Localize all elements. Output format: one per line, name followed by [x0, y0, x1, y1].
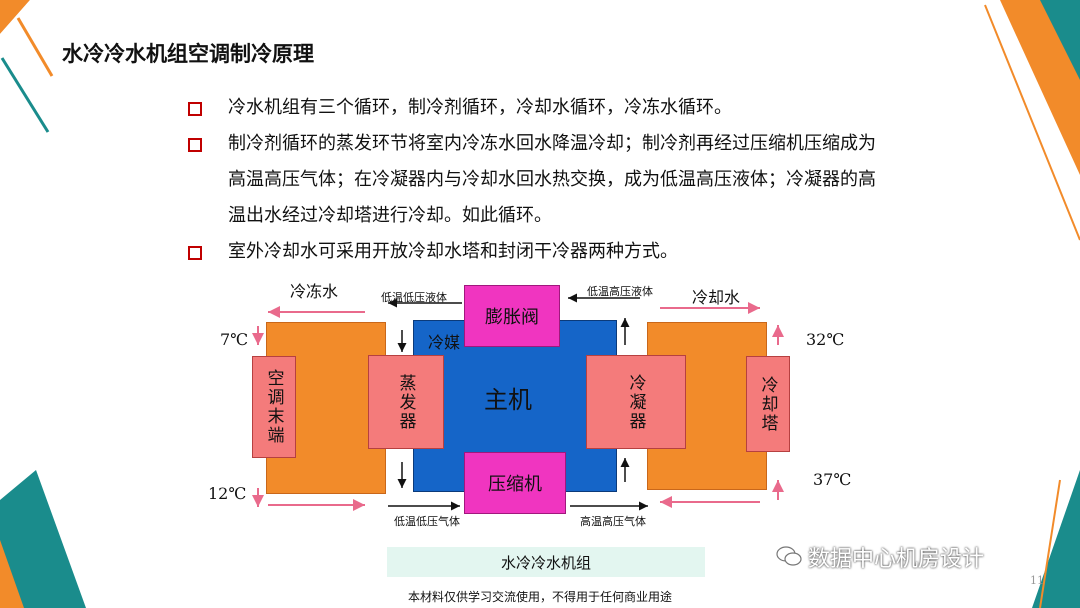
- bullet-item: 室外冷却水可采用开放冷却水塔和封闭干冷器两种方式。: [186, 234, 886, 270]
- page-number: 11: [1030, 574, 1044, 587]
- corner-orange-bottom-left: [0, 540, 24, 608]
- corner-line-orange: [16, 17, 54, 77]
- bullet-list: 冷水机组有三个循环，制冷剂循环，冷却水循环，冷冻水循环。 制冷剂循环的蒸发环节将…: [186, 90, 886, 270]
- corner-orange-top-right: [1000, 0, 1080, 175]
- refrigerant-label: 冷媒: [428, 333, 461, 352]
- label-low-temp-high-pressure-liquid: 低温高压液体: [587, 285, 653, 298]
- temp-cooling-supply: 32℃: [806, 330, 845, 349]
- label-low-temp-low-pressure-gas: 低温低压气体: [394, 515, 460, 528]
- label-high-temp-high-pressure-gas: 高温高压气体: [580, 515, 646, 528]
- corner-teal-bottom-right: [1032, 470, 1080, 608]
- chilled-water-label: 冷冻水: [290, 282, 339, 301]
- checkbox-bullet-icon: [188, 138, 202, 152]
- footer-disclaimer: 本材料仅供学习交流使用，不得用于任何商业用途: [407, 590, 672, 604]
- compressor: 压缩机: [464, 452, 566, 514]
- cooling-tower: 冷却塔: [746, 356, 790, 452]
- corner-line-teal: [0, 57, 50, 133]
- air-terminal: 空调末端: [252, 356, 296, 458]
- checkbox-bullet-icon: [188, 246, 202, 260]
- corner-teal-top-right: [1040, 0, 1080, 80]
- label-low-temp-low-pressure-liquid: 低温低压液体: [381, 291, 447, 304]
- evaporator: 蒸发器: [368, 355, 444, 449]
- watermark-text: 数据中心机房设计: [808, 547, 985, 572]
- cooling-water-label: 冷却水: [692, 288, 741, 307]
- slide-title: 水冷冷水机组空调制冷原理: [62, 42, 314, 66]
- temp-chilled-return: 12℃: [208, 484, 247, 503]
- corner-teal-bottom-left: [0, 470, 86, 608]
- expansion-valve: 膨胀阀: [464, 285, 560, 347]
- main-unit-label: 主机: [484, 386, 532, 414]
- wechat-icon: [776, 546, 802, 566]
- checkbox-bullet-icon: [188, 102, 202, 116]
- bullet-item: 制冷剂循环的蒸发环节将室内冷冻水回水降温冷却；制冷剂再经过压缩机压缩成为高温高压…: [186, 126, 886, 234]
- temp-cooling-return: 37℃: [813, 470, 852, 489]
- bullet-item: 冷水机组有三个循环，制冷剂循环，冷却水循环，冷冻水循环。: [186, 90, 886, 126]
- diagram-caption: 水冷冷水机组: [387, 547, 705, 577]
- condenser: 冷凝器: [586, 355, 686, 449]
- temp-chilled-supply: 7℃: [220, 330, 249, 349]
